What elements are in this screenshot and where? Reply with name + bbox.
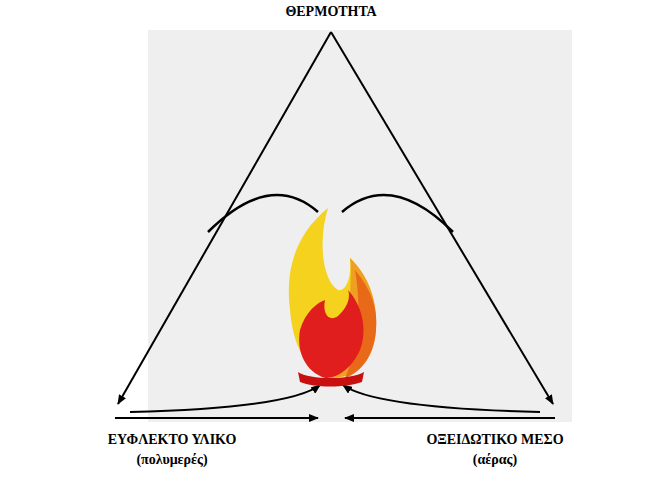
scan-background	[148, 30, 572, 422]
triangle-right-side	[331, 32, 553, 404]
base-arrow-right	[345, 417, 555, 419]
base-arrow-left	[115, 417, 318, 419]
oxidizer-label: ΟΞΕΙΔΩΤΙΚΟ ΜΕΣΟ	[426, 432, 563, 449]
oxidizer-note: (αέρας)	[473, 452, 517, 469]
curve-top-left	[208, 195, 318, 232]
flame	[289, 208, 377, 387]
fuel-note: (πολυμερές)	[136, 452, 207, 469]
curve-bottom-left	[130, 385, 320, 412]
heat-label: ΘΕΡΜΟΤΗΤΑ	[285, 4, 376, 21]
curve-top-right	[342, 195, 453, 232]
curve-bottom-right	[343, 385, 540, 412]
fuel-label: ΕΥΦΛΕΚΤΟ ΥΛΙΚΟ	[108, 432, 237, 449]
